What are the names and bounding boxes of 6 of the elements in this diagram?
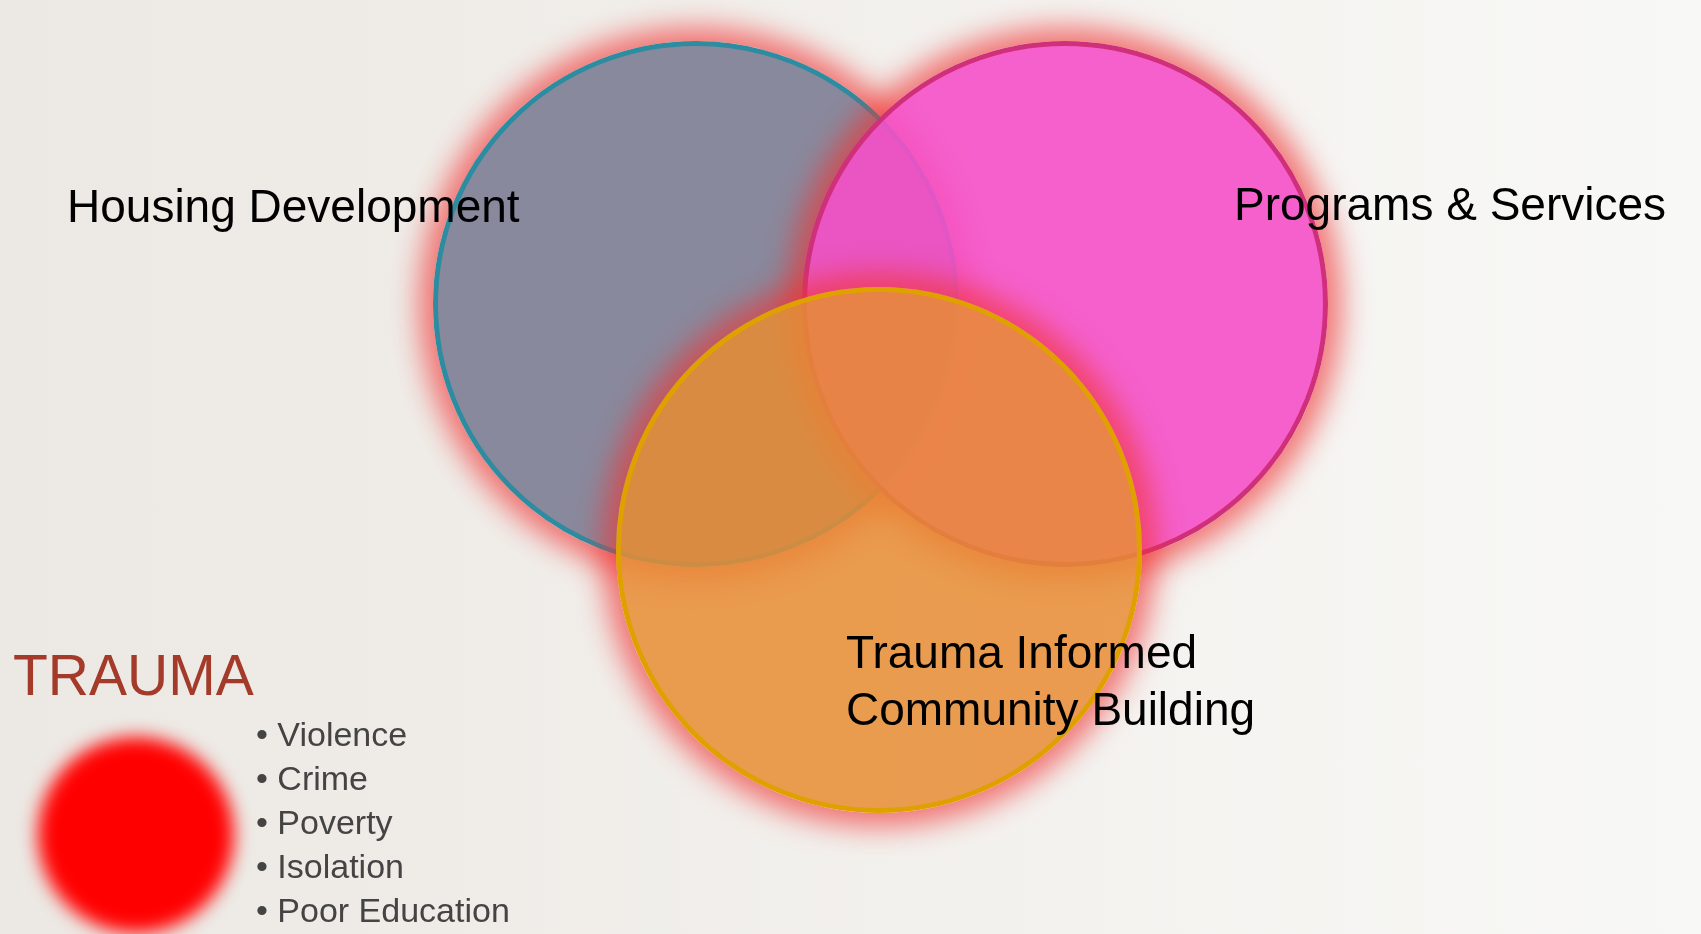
- trauma-factor: • Poor Education: [256, 890, 510, 931]
- trauma-factor: • Violence: [256, 714, 409, 755]
- trauma-factor: • Isolation: [256, 846, 405, 887]
- trauma-factor: • Crime: [256, 758, 369, 799]
- trauma-heading: TRAUMA: [13, 644, 254, 706]
- trauma-factor: • Poverty: [256, 802, 394, 843]
